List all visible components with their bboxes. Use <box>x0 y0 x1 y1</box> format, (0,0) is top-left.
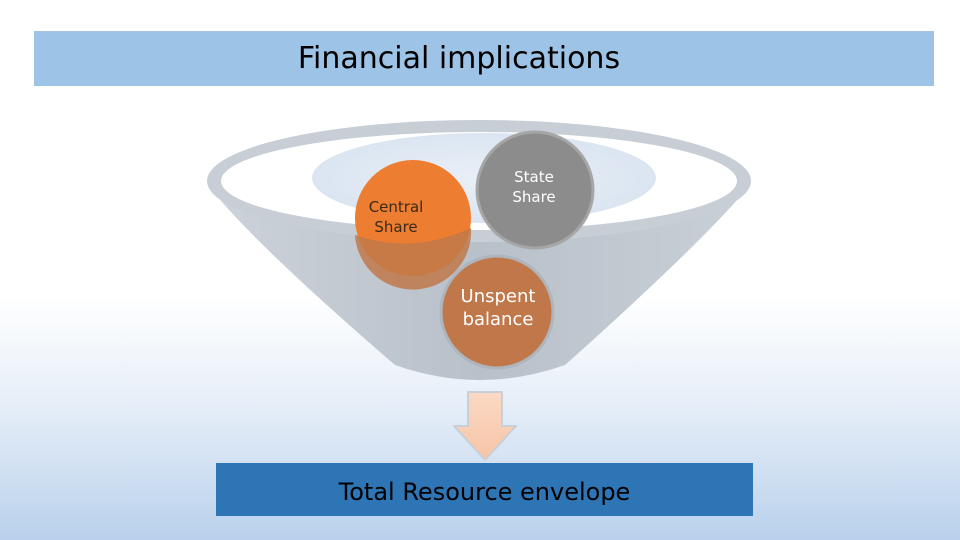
title-bar: Financial implications <box>34 31 934 86</box>
down-arrow <box>453 391 517 461</box>
central-share-shade <box>355 228 472 290</box>
total-resource-label: Total Resource envelope <box>338 477 631 506</box>
state-share-label: State Share <box>512 168 556 206</box>
unspent-balance-label: Unspent balance <box>460 286 536 331</box>
central-share-label: Central Share <box>368 198 424 236</box>
state-share-bubble <box>475 130 595 250</box>
total-resource-box: Total Resource envelope <box>216 463 753 516</box>
slide-title: Financial implications <box>297 41 621 76</box>
unspent-balance-bubble <box>439 254 555 370</box>
